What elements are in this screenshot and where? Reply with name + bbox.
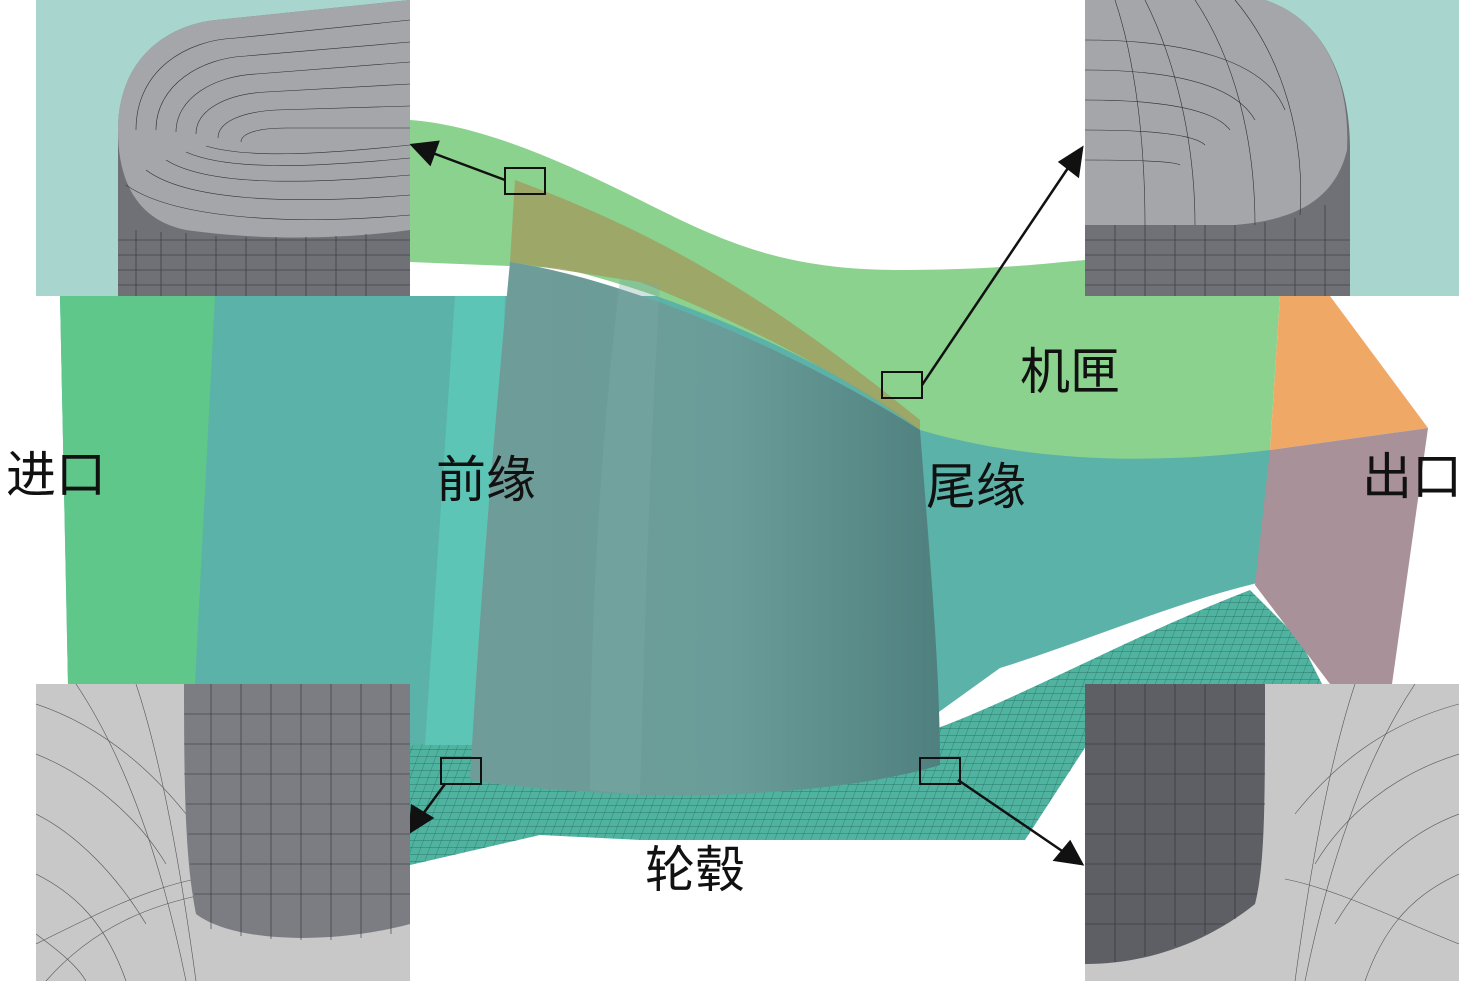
label-trailing-edge: 尾缘 [926,458,1026,516]
outlet-face-bottom [1255,428,1428,684]
label-shroud: 机匣 [1020,343,1120,401]
outlet-face-top [1270,296,1428,450]
label-outlet: 出口 [1362,448,1462,506]
shroud-face [410,120,1280,459]
blade-highlight [590,278,660,795]
label-leading-edge: 前缘 [436,451,536,509]
label-inlet: 进口 [6,446,106,504]
marker-box-hub-te [919,757,961,785]
marker-box-hub-le [440,757,482,785]
hub-mesh-surface [410,590,1330,865]
shroud-blade-band [510,180,920,430]
marker-box-shroud-le [504,167,546,195]
callout-arrows [408,140,1085,866]
inset-shroud-trailing-edge [1085,0,1459,296]
inset-hub-trailing-edge [1085,684,1459,981]
inset-hub-leading-edge [36,684,410,981]
inlet-face [60,296,215,684]
label-hub: 轮毂 [645,841,745,899]
blade-body [470,262,940,796]
inset-shroud-leading-edge [36,0,410,296]
